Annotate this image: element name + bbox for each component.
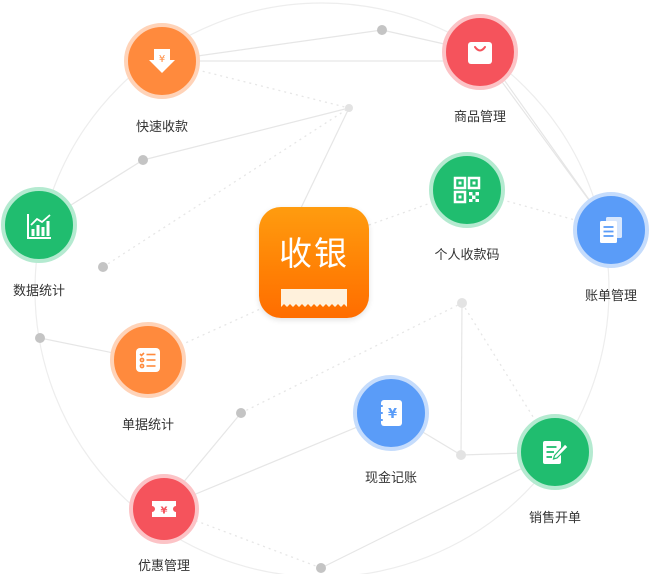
sales-order-button[interactable] [517, 414, 593, 490]
document-statistics-label: 单据统计 [121, 418, 175, 433]
bar-chart-icon [27, 214, 51, 239]
quick-pay-button[interactable]: ¥ [124, 23, 200, 99]
orbit-circle [34, 2, 610, 574]
document-statistics-button[interactable] [110, 322, 186, 398]
dotted-node10-node8 [240, 302, 463, 414]
cashier-app-title: 收银 [279, 234, 349, 273]
bill-management-label: 账单管理 [584, 289, 638, 304]
svg-text:¥: ¥ [388, 407, 397, 422]
junction-node [236, 408, 246, 418]
junction-node-light [457, 298, 467, 308]
svg-text:¥: ¥ [161, 506, 168, 517]
coupon-ticket-icon: ¥ [152, 501, 176, 517]
quick-pay-label: 快速收款 [135, 120, 189, 135]
cash-accounting-button[interactable]: ¥ [353, 375, 429, 451]
personal-qr-label: 个人收款码 [434, 248, 500, 263]
discount-management-button[interactable]: ¥ [129, 474, 199, 544]
shopping-bag-icon [468, 42, 492, 64]
junction-node [377, 25, 387, 35]
receipt-strip-icon [281, 289, 347, 307]
download-yuan-icon: ¥ [149, 49, 175, 73]
sales-order-label: 销售开单 [528, 511, 582, 526]
goods-management-label: 商品管理 [453, 110, 507, 125]
bill-management-button[interactable] [573, 192, 649, 268]
goods-management-button[interactable] [442, 14, 518, 90]
dotted-quickpay-node3 [161, 60, 350, 109]
line-coupons-cash [161, 412, 392, 509]
document-stack-icon [600, 217, 622, 243]
cashier-app-icon[interactable]: 收银 [259, 207, 369, 318]
data-statistics-label: 数据统计 [12, 284, 66, 299]
junction-node-light [345, 104, 353, 112]
personal-qr-button[interactable] [429, 152, 505, 228]
line-node8-node9 [460, 302, 463, 456]
junction-node [35, 333, 45, 343]
junction-node-light [456, 450, 466, 460]
dotted-node4-node3 [102, 107, 350, 268]
svg-text:¥: ¥ [159, 54, 165, 65]
checklist-icon [136, 348, 160, 372]
junction-node [316, 563, 326, 573]
junction-node [138, 155, 148, 165]
dotted-coupons-node11 [161, 507, 322, 569]
discount-management-label: 优惠管理 [137, 559, 191, 574]
yuan-notebook-icon: ¥ [379, 400, 402, 426]
junction-node [98, 262, 108, 272]
cash-accounting-label: 现金记账 [364, 471, 418, 486]
data-statistics-button[interactable] [1, 187, 77, 263]
qr-code-icon [453, 176, 481, 204]
line-node3-center [299, 107, 350, 211]
line-node11-sales [320, 451, 556, 569]
line-goods-bills-2 [489, 59, 601, 216]
line-node2-node3 [142, 107, 350, 161]
edit-document-icon [543, 441, 569, 464]
